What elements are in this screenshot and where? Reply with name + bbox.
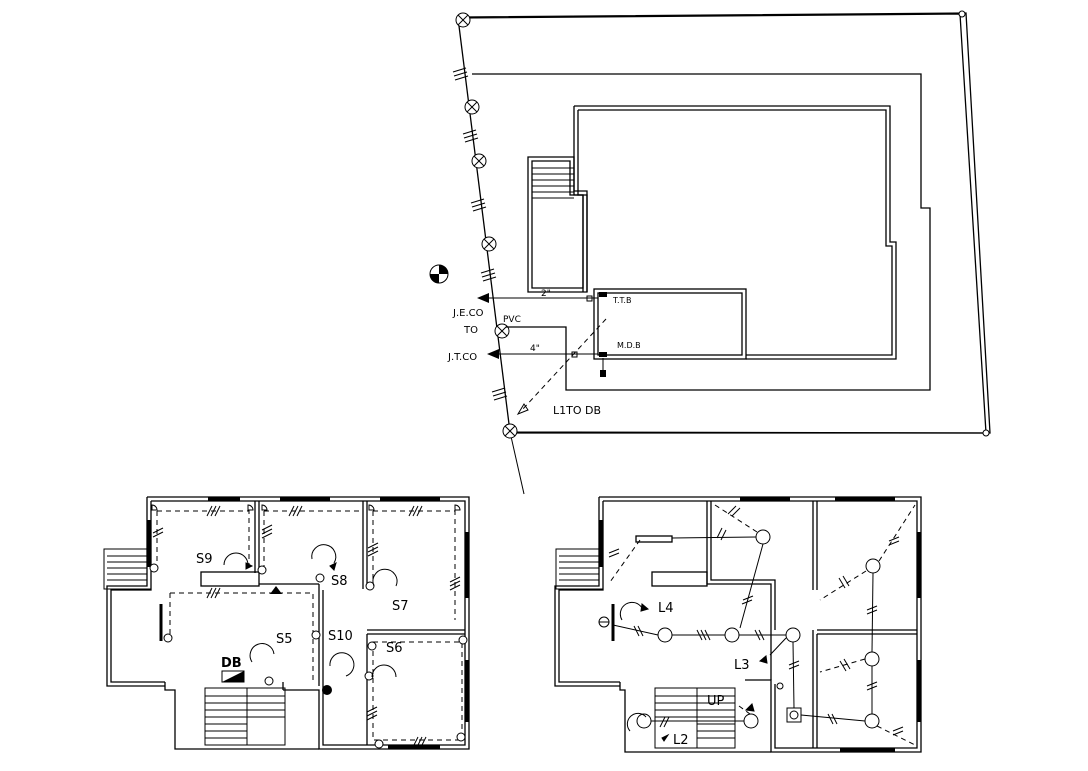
size-2-label: 2": [541, 289, 551, 299]
building-outline: [472, 73, 931, 391]
boundary-light-points: [452, 10, 990, 439]
jtco-label: J.T.CO: [447, 352, 477, 363]
ground-light-points: [149, 504, 468, 749]
ground-floor-plan: S9 S8 S7 S5 S10 S6 DB: [103, 496, 470, 750]
light-point-icon: [464, 99, 480, 115]
north-icon: [429, 264, 449, 284]
internal-walls: [635, 501, 917, 748]
first-wiring-solid: [612, 536, 874, 722]
db-label: DB: [221, 656, 242, 671]
service-lines: [477, 292, 607, 416]
mdb-label: M.D.B: [617, 341, 641, 350]
ground-switches: [223, 544, 398, 678]
staircase-icon: [555, 548, 604, 590]
windows: [147, 497, 469, 749]
staircase-icon: [532, 167, 574, 199]
first-floor-plan: L4 L3 UP L2: [554, 496, 922, 753]
first-light-points: [598, 529, 881, 729]
windows: [599, 497, 921, 752]
light-point-icon: [455, 12, 471, 28]
jeco-label: J.E.CO: [452, 308, 484, 319]
ttb-label: T.T.B: [612, 296, 631, 305]
first-label-l2: L2: [673, 733, 689, 748]
light-point-icon: [471, 153, 487, 169]
site-plan: T.T.B M.D.B J.E.CO TO PVC J.T.CO 2" 4" L…: [429, 10, 991, 495]
l1-to-db-label: L1TO DB: [553, 404, 601, 417]
first-wire-ticks: [608, 505, 904, 736]
staircase-icon: [204, 687, 286, 746]
light-point-icon: [502, 423, 518, 439]
wire-ticks: [452, 67, 508, 401]
light-point-icon: [494, 323, 510, 339]
internal-walls: [200, 501, 465, 745]
pvc-label: PVC: [503, 315, 521, 325]
switch-label-s5: S5: [276, 632, 293, 647]
switch-label-s8: S8: [331, 574, 348, 589]
switch-label-s9: S9: [196, 552, 213, 567]
ground-wire-ticks: [152, 505, 461, 748]
light-point-icon: [481, 236, 497, 252]
first-label-up: UP: [707, 694, 725, 709]
earth-pit-icon: [600, 370, 606, 377]
plot-boundary: [457, 12, 991, 495]
switch-label-s6: S6: [386, 641, 403, 656]
size-4-label: 4": [530, 344, 540, 354]
first-switches: [619, 601, 768, 742]
to-label: TO: [463, 325, 478, 336]
distribution-board-icon: [221, 670, 245, 683]
staircase-icon: [654, 687, 736, 749]
ground-wiring: [156, 510, 463, 741]
staircase-icon: [103, 548, 152, 590]
switch-label-s10: S10: [328, 629, 353, 644]
first-label-l4: L4: [658, 601, 674, 616]
switch-label-s7: S7: [392, 599, 409, 614]
first-label-l3: L3: [734, 658, 750, 673]
